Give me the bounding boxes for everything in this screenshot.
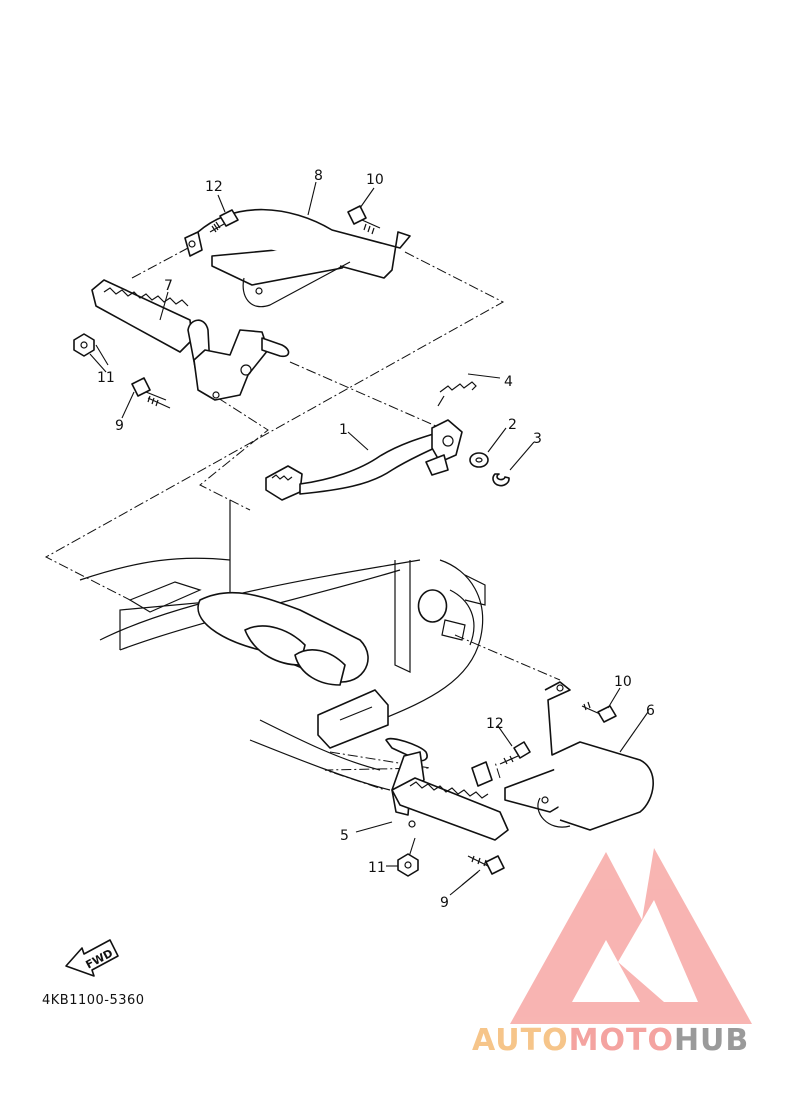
fasteners	[73, 205, 617, 877]
callout-5: 5	[340, 828, 349, 844]
diagram-code: 4KB1100-5360	[42, 993, 145, 1008]
pedal-hardware	[437, 381, 510, 487]
upper-footpeg	[91, 279, 290, 401]
callout-12-bottom: 12	[486, 716, 504, 732]
callout-10-top: 10	[366, 172, 384, 188]
upper-guard-bar	[184, 208, 411, 308]
callout-8: 8	[314, 168, 323, 184]
watermark-word-moto: MOTO	[569, 1023, 674, 1058]
watermark-word-auto: AUTO	[472, 1023, 569, 1058]
callout-6: 6	[646, 703, 655, 719]
brake-pedal	[265, 419, 463, 501]
bolt-9-top	[131, 377, 167, 407]
callout-3: 3	[533, 431, 542, 447]
bolt-12-bottom	[499, 741, 531, 765]
lower-footpeg	[385, 737, 509, 841]
e-clip	[492, 473, 510, 487]
bolt-9-bottom	[467, 855, 505, 875]
washer	[469, 452, 489, 468]
watermark: AUTOMOTOHUB	[472, 848, 752, 1058]
lower-guard-bar	[471, 681, 654, 831]
forward-direction-arrow: FWD	[65, 939, 119, 977]
callout-9-bottom: 9	[440, 895, 449, 911]
callout-11-bottom: 11	[368, 860, 386, 876]
callout-1: 1	[339, 422, 348, 438]
frame	[79, 500, 486, 791]
callout-9-top: 9	[115, 418, 124, 434]
bolt-10-top	[347, 205, 381, 235]
watermark-logo-icon	[510, 848, 752, 1024]
callout-labels: 1 2 3 4 5 6 7 8 9 9 10 10 11 11 12 12	[97, 168, 655, 911]
callout-12-top: 12	[205, 179, 223, 195]
callout-7: 7	[164, 278, 173, 294]
return-spring	[437, 381, 477, 407]
callout-2: 2	[508, 417, 517, 433]
bolt-10-bottom	[581, 701, 617, 723]
callout-11-top: 11	[97, 370, 115, 386]
nut-11-bottom	[397, 853, 419, 877]
callout-4: 4	[504, 374, 513, 390]
svg-text:AUTOMOTOHUB: AUTOMOTOHUB	[472, 1023, 749, 1058]
nut-11-top	[73, 333, 95, 357]
alignment-lines	[44, 247, 561, 886]
callout-10-bottom: 10	[614, 674, 632, 690]
watermark-word-hub: HUB	[674, 1023, 749, 1058]
leader-lines	[89, 181, 649, 896]
bolt-12-top	[209, 209, 239, 233]
